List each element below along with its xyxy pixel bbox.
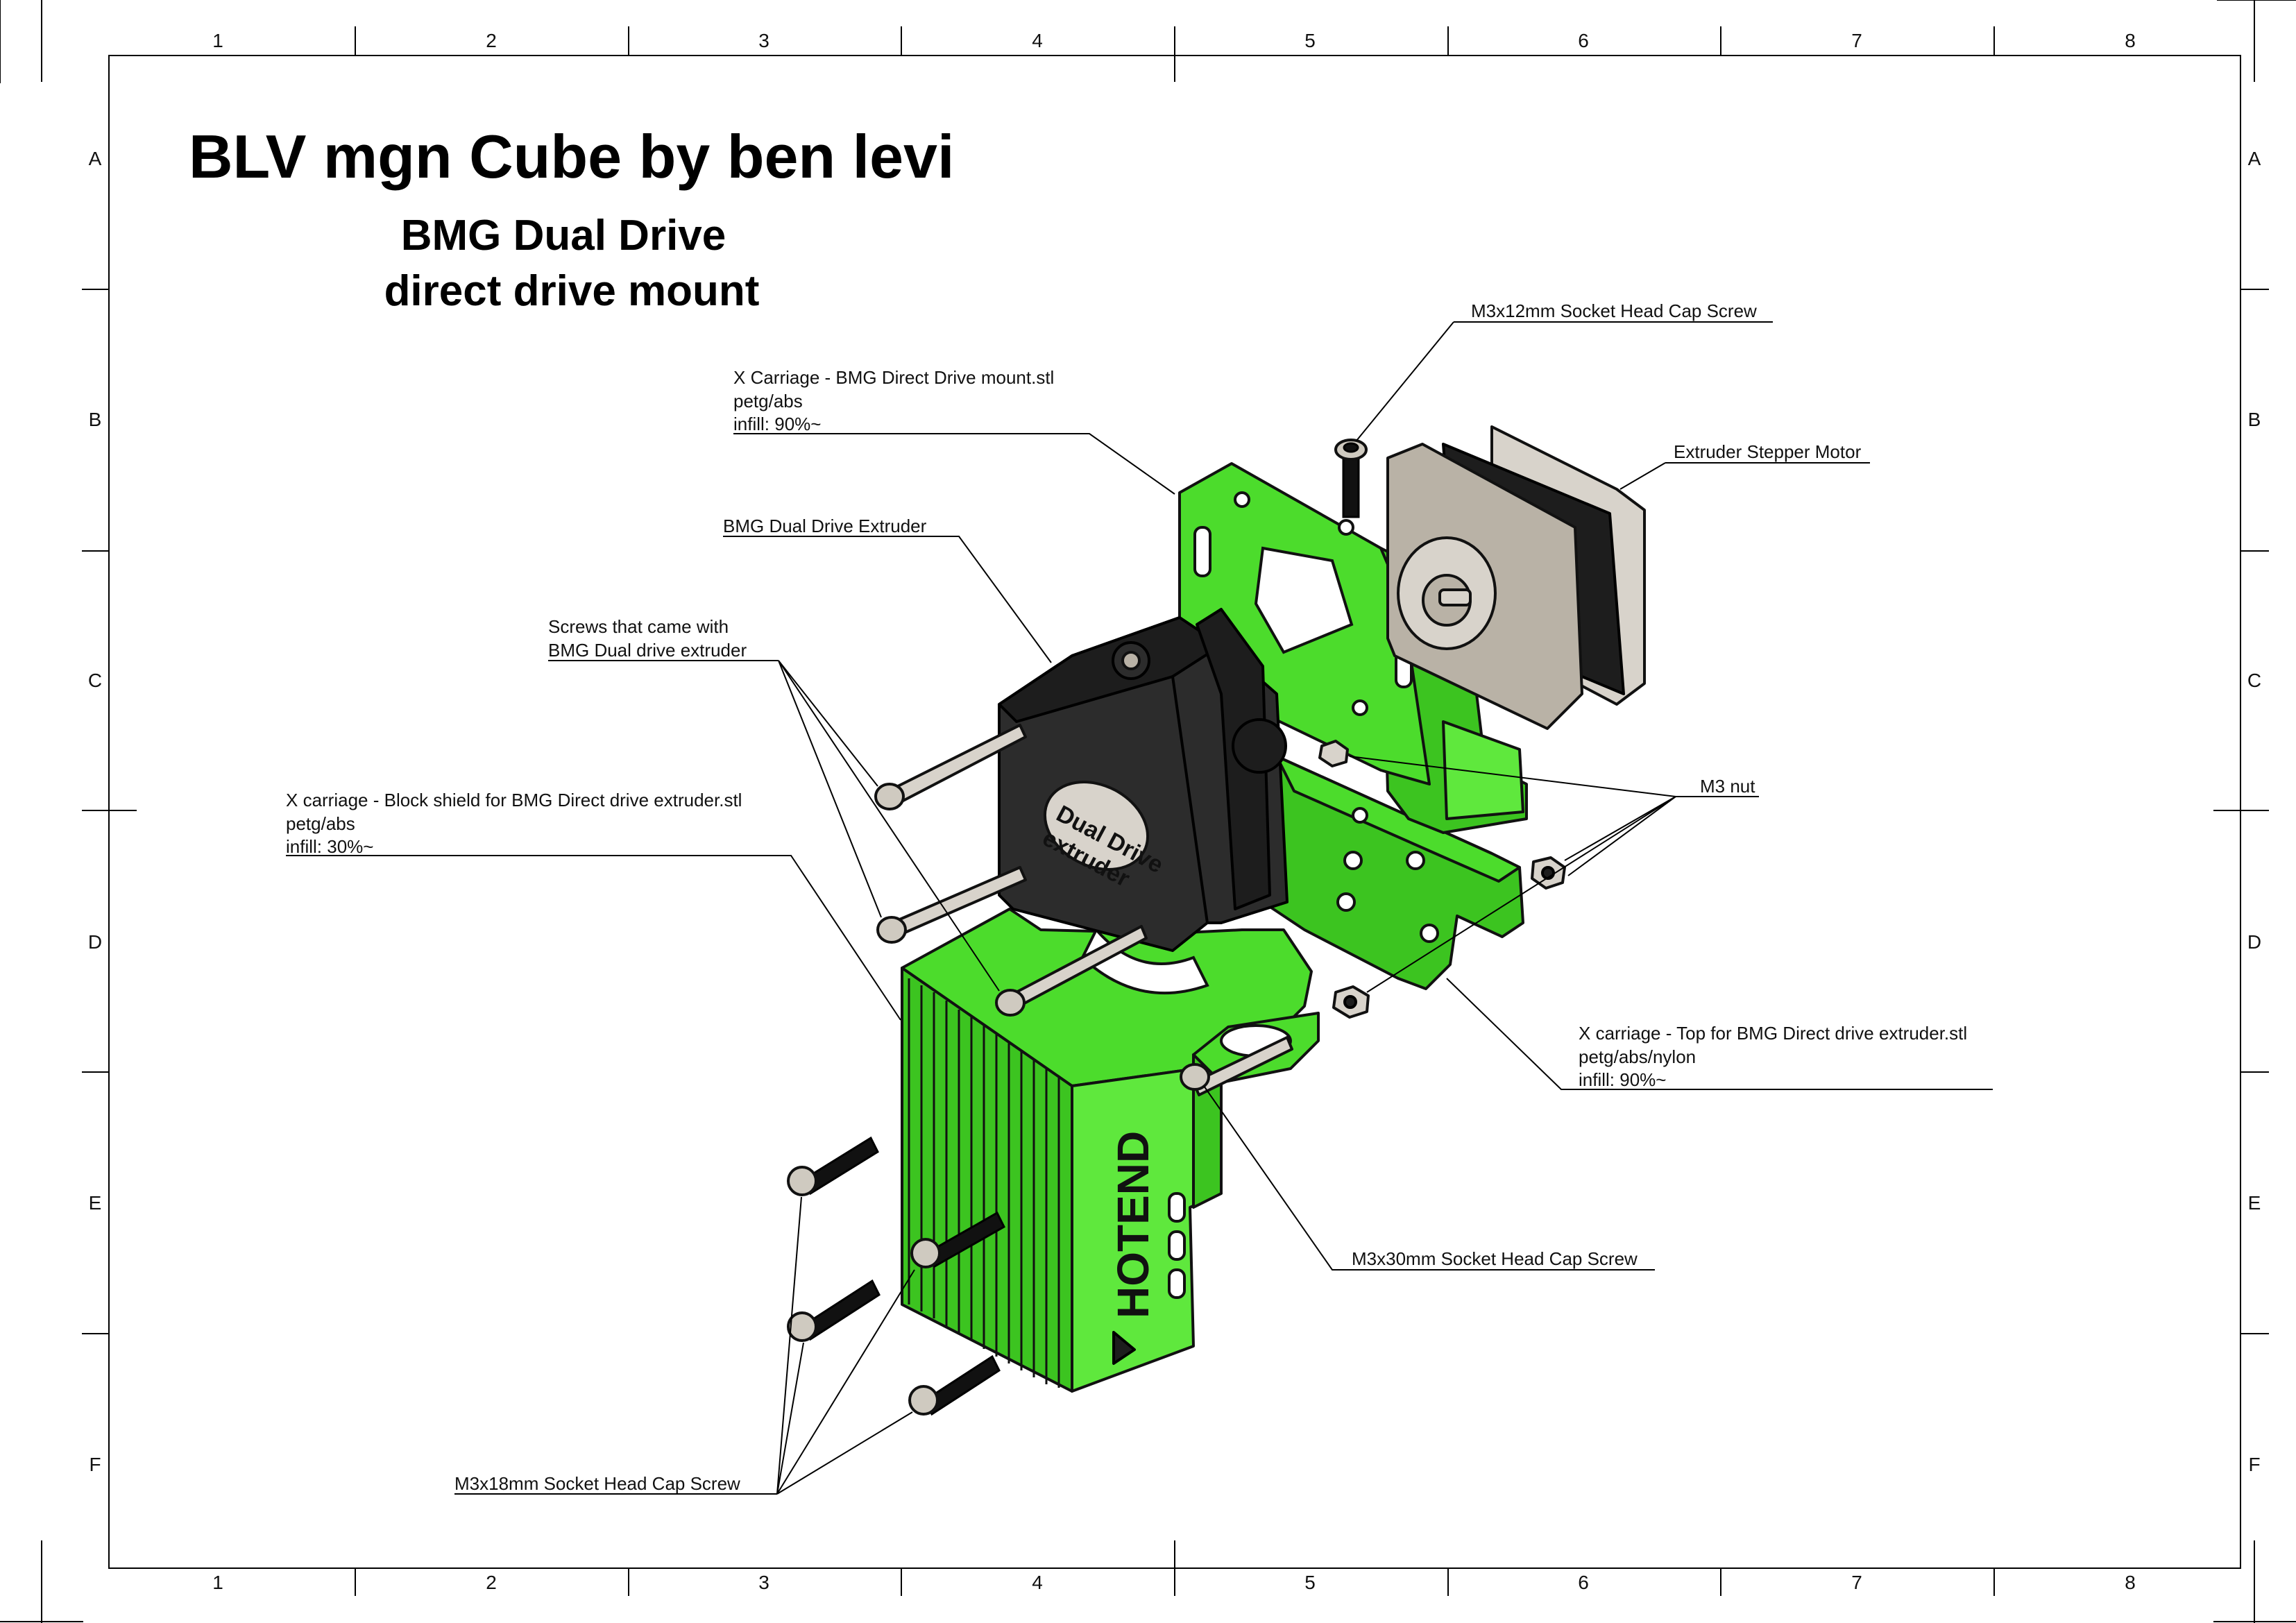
zone-col-1-bottom: 1 [212, 1572, 223, 1593]
zone-col-7-bottom: 7 [1851, 1572, 1862, 1593]
zone-labels-top: 1 2 3 4 5 6 7 8 [212, 30, 2136, 51]
zone-labels-left: A B C D E F [88, 148, 102, 1475]
label-m3x12: M3x12mm Socket Head Cap Screw [1471, 300, 1757, 321]
callout-bmg-screws: Screws that came with BMG Dual drive ext… [548, 616, 1000, 992]
x-carriage-block-shield: HOTEND [901, 908, 1320, 1393]
callout-m3x12: M3x12mm Socket Head Cap Screw [1356, 300, 1773, 441]
zone-row-a-right: A [2248, 148, 2261, 169]
callout-block-shield: X carriage - Block shield for BMG Direct… [286, 790, 901, 1021]
assembly-illustration: HOTEND Dual Drive extruder [787, 425, 1646, 1416]
zone-col-6-bottom: 6 [1578, 1572, 1589, 1593]
label-screws-line2: BMG Dual drive extruder [548, 640, 747, 661]
callout-m3x18: M3x18mm Socket Head Cap Screw [454, 1196, 915, 1495]
label-stepper-motor: Extruder Stepper Motor [1674, 441, 1862, 462]
zone-col-2: 2 [486, 30, 497, 51]
zone-col-6: 6 [1578, 30, 1589, 51]
zone-col-2-bottom: 2 [486, 1572, 497, 1593]
m3x12-screw [1334, 439, 1368, 518]
callout-carriage-mount: X Carriage - BMG Direct Drive mount.stl … [733, 367, 1175, 495]
zone-row-c-right: C [2247, 670, 2261, 691]
callout-carriage-top: X carriage - Top for BMG Direct drive ex… [1446, 978, 1993, 1090]
label-screws-line1: Screws that came with [548, 616, 729, 637]
m3x18-screws [787, 1136, 1005, 1416]
m3x30-screw [1180, 1036, 1293, 1096]
zone-col-5: 5 [1304, 30, 1316, 51]
callout-stepper: Extruder Stepper Motor [1619, 441, 1870, 490]
zone-row-f: F [89, 1454, 101, 1475]
drawing-title: BLV mgn Cube by ben levi [189, 122, 954, 191]
drawing-subtitle-line1: BMG Dual Drive [401, 212, 726, 260]
zone-col-3: 3 [758, 30, 769, 51]
label-carriage-mount-name: X Carriage - BMG Direct Drive mount.stl [733, 367, 1054, 388]
zone-col-4: 4 [1032, 30, 1043, 51]
label-top-infill: infill: 90%~ [1579, 1069, 1666, 1090]
zone-col-5-bottom: 5 [1304, 1572, 1316, 1593]
callout-bmg-extruder: BMG Dual Drive Extruder [723, 516, 1052, 663]
zone-row-b: B [89, 409, 102, 430]
label-bmg-extruder: BMG Dual Drive Extruder [723, 516, 927, 536]
hotend-marking: HOTEND [1108, 1131, 1158, 1318]
zone-row-d: D [88, 931, 102, 953]
label-shield-name: X carriage - Block shield for BMG Direct… [286, 790, 742, 810]
zone-row-c: C [88, 670, 102, 691]
zone-col-1: 1 [212, 30, 223, 51]
bmg-long-screws [874, 724, 1148, 1017]
bmg-dual-drive-extruder: Dual Drive extruder [998, 608, 1289, 952]
label-m3x18: M3x18mm Socket Head Cap Screw [454, 1473, 740, 1494]
callout-m3-nut: M3 nut [1349, 756, 1759, 993]
extruder-stepper-motor [1386, 425, 1646, 730]
callout-m3x30: M3x30mm Socket Head Cap Screw [1203, 1085, 1655, 1271]
zone-row-e-right: E [2248, 1192, 2261, 1214]
zone-labels-bottom: 1 2 3 4 5 6 7 8 [212, 1572, 2136, 1593]
zone-col-8: 8 [2125, 30, 2136, 51]
label-carriage-mount-infill: infill: 90%~ [733, 414, 821, 434]
drawing-subtitle-line2: direct drive mount [384, 267, 760, 315]
label-top-name: X carriage - Top for BMG Direct drive ex… [1579, 1023, 1967, 1044]
zone-row-d-right: D [2247, 931, 2261, 953]
zone-col-4-bottom: 4 [1032, 1572, 1043, 1593]
zone-col-3-bottom: 3 [758, 1572, 769, 1593]
label-m3x30: M3x30mm Socket Head Cap Screw [1352, 1248, 1638, 1269]
label-m3-nut: M3 nut [1700, 776, 1755, 797]
zone-row-a: A [89, 148, 102, 169]
label-carriage-mount-material: petg/abs [733, 391, 803, 411]
m3-nuts [1318, 740, 1566, 1019]
zone-labels-right: A B C D E F [2247, 148, 2261, 1475]
zone-row-e: E [89, 1192, 102, 1214]
zone-col-7: 7 [1851, 30, 1862, 51]
label-top-material: petg/abs/nylon [1579, 1046, 1696, 1067]
label-shield-infill: infill: 30%~ [286, 836, 373, 857]
heatsink-ribs [908, 978, 1060, 1388]
zone-row-f-right: F [2248, 1454, 2260, 1475]
label-shield-material: petg/abs [286, 813, 355, 834]
zone-row-b-right: B [2248, 409, 2261, 430]
zone-col-8-bottom: 8 [2125, 1572, 2136, 1593]
